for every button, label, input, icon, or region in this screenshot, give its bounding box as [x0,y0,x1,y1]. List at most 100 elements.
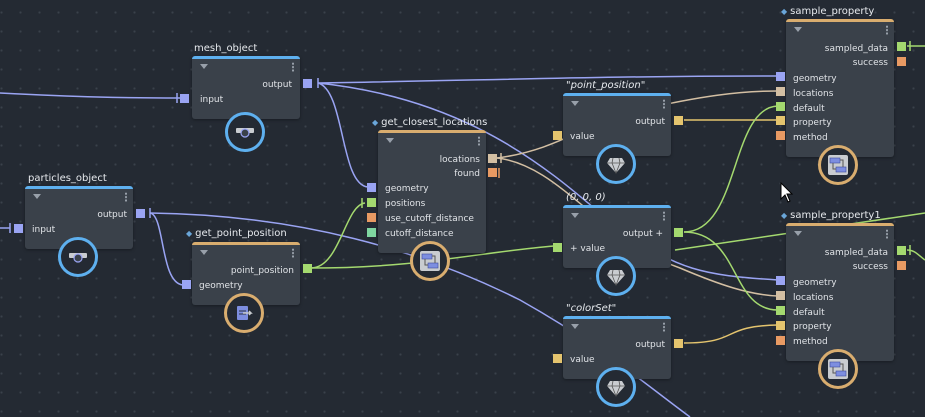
node-badge [58,237,98,277]
compound-icon [828,359,848,379]
node-sample-property1[interactable]: sampled_data success geometry locations … [786,223,894,361]
node-sample-property[interactable]: sampled_data success geometry locations … [786,19,894,157]
value-text: value [580,244,605,254]
collapse-icon[interactable] [571,213,579,218]
collapse-icon[interactable] [386,138,394,143]
port-output[interactable] [674,116,683,125]
node-title-get-closest-locations: ◆get_closest_locations [372,117,487,128]
port-output[interactable] [136,209,145,218]
port-default[interactable] [776,102,785,111]
title-text: sample_property1 [790,210,881,221]
port-output[interactable] [674,339,683,348]
port-label-value: value [570,355,595,365]
port-property[interactable] [776,116,785,125]
port-locations[interactable] [776,291,785,300]
port-locations[interactable] [488,154,497,163]
port-label-value: + value [570,244,605,254]
port-locations[interactable] [776,87,785,96]
port-label-geometry: geometry [385,184,429,194]
collapse-icon[interactable] [200,250,208,255]
port-method[interactable] [776,336,785,345]
port-label-geometry: geometry [793,278,837,288]
port-input[interactable] [14,224,23,233]
port-cutoff-distance[interactable] [367,228,376,237]
diamond-icon [607,157,625,174]
port-positions[interactable] [367,198,376,207]
collapse-icon[interactable] [571,324,579,329]
collapse-icon[interactable] [571,101,579,106]
port-output[interactable] [303,79,312,88]
port-point-position[interactable] [303,264,312,273]
port-value[interactable] [553,131,562,140]
node-badge [596,256,636,296]
port-label-input: input [200,95,224,105]
port-sampled-data[interactable] [897,42,906,51]
port-label-locations: locations [793,293,834,303]
port-label-success: success [852,58,888,68]
node-title-sample-property1: ◆sample_property1 [781,210,881,221]
wire-mesh-to-closest-geometry [317,82,369,188]
node-title-particles-object: particles_object [28,173,107,184]
node-menu-icon[interactable] [663,211,665,221]
node-badge [818,349,858,389]
node-badge [596,144,636,184]
node-menu-icon[interactable] [663,99,665,109]
compound-marker-icon: ◆ [781,211,788,220]
node-title-get-point-position: ◆get_point_position [186,228,287,239]
node-menu-icon[interactable] [292,62,294,72]
diamond-icon [607,380,625,397]
port-property[interactable] [776,321,785,330]
port-label-geometry: geometry [793,74,837,84]
mouse-cursor-icon [780,182,794,203]
port-use-cutoff-distance[interactable] [367,213,376,222]
port-value[interactable] [553,243,562,252]
port-sampled-data[interactable] [897,246,906,255]
port-method[interactable] [776,131,785,140]
collapse-icon[interactable] [794,231,802,236]
port-label-positions: positions [385,199,426,209]
port-geometry[interactable] [367,183,376,192]
node-get-closest-locations[interactable]: locations found geometry positions use_c… [378,130,486,253]
port-geometry[interactable] [182,280,191,289]
node-menu-icon[interactable] [292,248,294,258]
title-text: get_closest_locations [381,117,488,128]
collapse-icon[interactable] [33,194,41,199]
port-label-default: default [793,104,825,114]
port-found[interactable] [488,168,497,177]
port-label-property: property [793,322,832,332]
port-output[interactable] [674,228,683,237]
port-geometry[interactable] [776,276,785,285]
port-label-locations: locations [793,89,834,99]
title-text: get_point_position [195,228,287,239]
port-label-value: value [570,132,595,142]
collapse-icon[interactable] [794,27,802,32]
node-menu-icon[interactable] [125,192,127,202]
node-menu-icon[interactable] [478,136,480,146]
title-text: sample_property [790,6,875,17]
node-title-colorset: "colorSet" [566,303,617,314]
node-menu-icon[interactable] [886,229,888,239]
port-geometry[interactable] [776,72,785,81]
port-label-output: output [262,80,292,90]
collapse-icon[interactable] [200,64,208,69]
port-input[interactable] [180,94,189,103]
port-default[interactable] [776,306,785,315]
node-title-vector-value: (0, 0, 0) [566,192,606,203]
compound-marker-icon: ◆ [781,7,788,16]
node-menu-icon[interactable] [663,322,665,332]
port-success[interactable] [897,57,906,66]
port-label-method: method [793,133,828,143]
expand-plus-icon[interactable]: + [570,244,581,254]
port-success[interactable] [897,261,906,270]
node-mesh-object[interactable]: output input [192,56,300,119]
port-label-output: output [97,210,127,220]
port-label-locations: locations [439,155,480,165]
node-badge [224,293,264,333]
wire-vec-to-default1 [683,231,779,311]
node-menu-icon[interactable] [886,25,888,35]
expand-plus-icon[interactable]: + [652,229,663,239]
port-value[interactable] [553,354,562,363]
wire-particles-to-pointpos [149,212,184,286]
port-label-input: input [32,225,56,235]
